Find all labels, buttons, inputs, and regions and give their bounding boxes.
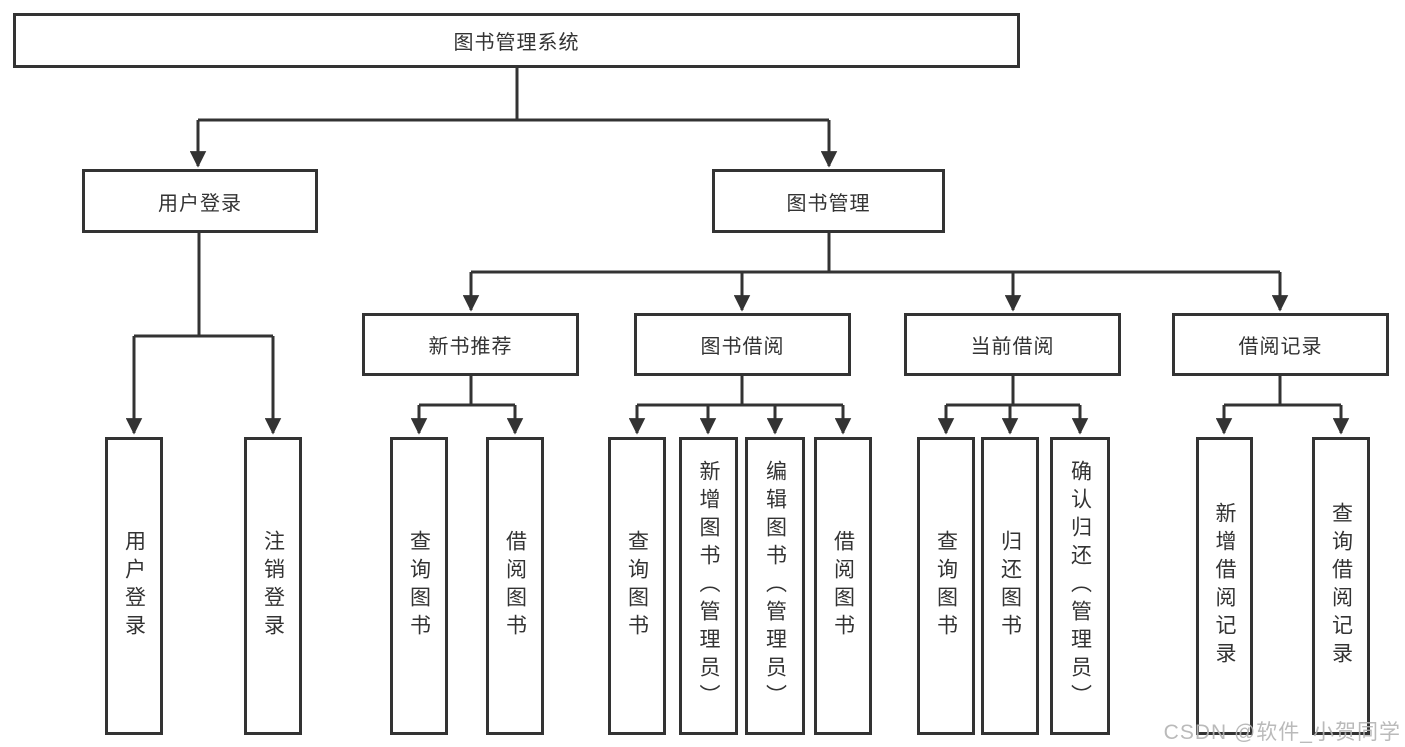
node-borrowing-records: 借阅记录 bbox=[1172, 313, 1389, 376]
leaf-label: 新增图书（管理员） bbox=[697, 460, 720, 712]
node-book-borrowing: 图书借阅 bbox=[634, 313, 851, 376]
leaf-query-books-borrowing: 查询图书 bbox=[608, 437, 666, 735]
leaf-logout: 注销登录 bbox=[244, 437, 302, 735]
connector-borrowing-leaves bbox=[637, 376, 843, 407]
csdn-watermark: CSDN @软件_小贺同学 bbox=[1163, 721, 1401, 744]
leaf-label: 查询图书 bbox=[934, 530, 958, 642]
connector-userlogin-leaves bbox=[134, 233, 273, 338]
leaf-label: 借阅图书 bbox=[831, 530, 855, 642]
leaf-label: 查询图书 bbox=[625, 530, 649, 642]
leaf-label: 新增借阅记录 bbox=[1213, 502, 1236, 670]
leaf-add-book-admin: 新增图书（管理员） bbox=[679, 437, 738, 735]
leaf-label: 查询借阅记录 bbox=[1329, 502, 1353, 670]
leaf-query-books-current: 查询图书 bbox=[917, 437, 975, 735]
node-current-borrowing: 当前借阅 bbox=[904, 313, 1121, 376]
leaf-label: 查询图书 bbox=[407, 530, 431, 642]
connector-root-level2 bbox=[198, 68, 829, 122]
leaf-label: 注销登录 bbox=[261, 530, 285, 642]
leaf-user-login: 用户登录 bbox=[105, 437, 163, 735]
leaf-add-borrowing-record: 新增借阅记录 bbox=[1196, 437, 1253, 735]
node-label: 图书管理 bbox=[786, 192, 871, 215]
connector-records-leaves bbox=[1224, 376, 1341, 407]
leaf-borrow-books-recommend: 借阅图书 bbox=[486, 437, 544, 735]
node-label: 新书推荐 bbox=[428, 336, 513, 358]
leaf-confirm-return-admin: 确认归还（管理员） bbox=[1050, 437, 1110, 735]
connector-current-leaves bbox=[946, 376, 1080, 407]
leaf-return-books: 归还图书 bbox=[981, 437, 1039, 735]
node-user-login: 用户登录 bbox=[82, 169, 318, 233]
node-label: 图书借阅 bbox=[700, 336, 785, 358]
leaf-label: 确认归还（管理员） bbox=[1068, 460, 1092, 712]
node-label: 用户登录 bbox=[158, 192, 242, 215]
leaf-label: 归还图书 bbox=[998, 530, 1022, 642]
node-book-management: 图书管理 bbox=[712, 169, 945, 233]
leaf-label: 编辑图书（管理员） bbox=[763, 460, 787, 712]
node-label: 图书管理系统 bbox=[453, 32, 580, 54]
connector-recommend-leaves bbox=[419, 376, 515, 407]
node-library-management-system: 图书管理系统 bbox=[13, 13, 1020, 68]
leaf-edit-book-admin: 编辑图书（管理员） bbox=[745, 437, 805, 735]
leaf-label: 借阅图书 bbox=[503, 530, 527, 642]
node-new-book-recommendation: 新书推荐 bbox=[362, 313, 579, 376]
leaf-query-books-recommend: 查询图书 bbox=[390, 437, 448, 735]
connector-bookmgmt-level3 bbox=[471, 233, 1280, 274]
leaf-borrow-books-borrowing: 借阅图书 bbox=[814, 437, 872, 735]
node-label: 当前借阅 bbox=[970, 336, 1055, 358]
leaf-query-borrowing-record: 查询借阅记录 bbox=[1312, 437, 1370, 735]
leaf-label: 用户登录 bbox=[122, 530, 146, 642]
node-label: 借阅记录 bbox=[1238, 336, 1323, 358]
